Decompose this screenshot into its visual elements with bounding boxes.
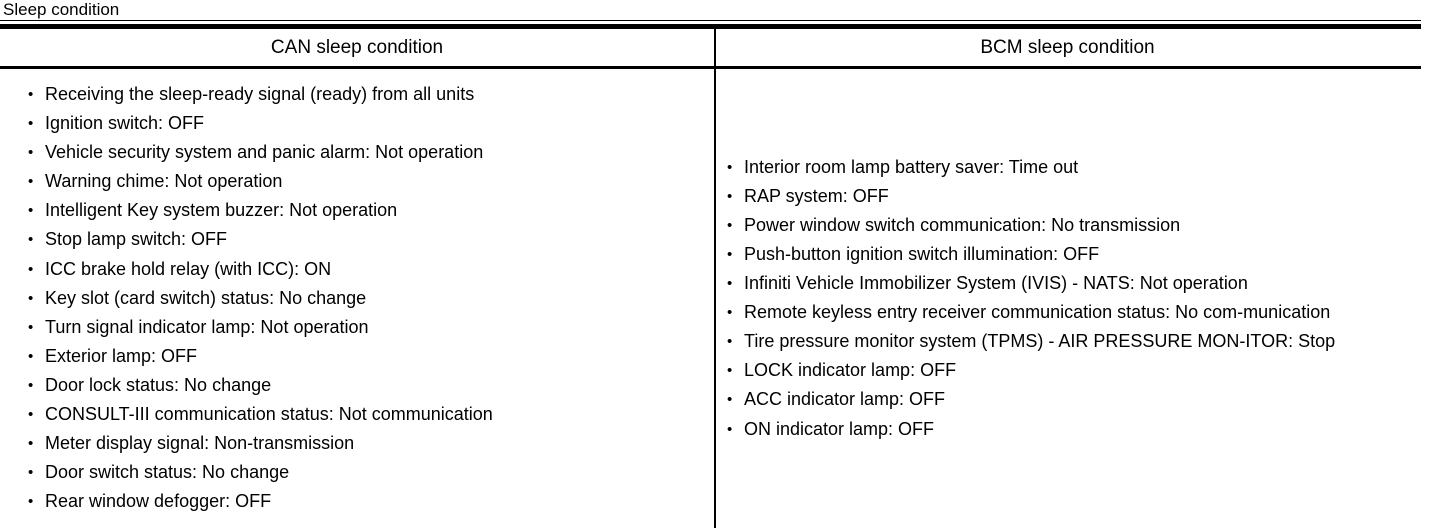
column-header-bcm-label: BCM sleep condition bbox=[980, 36, 1155, 58]
list-item: ACC indicator lamp: OFF bbox=[724, 385, 1404, 414]
column-header-can-label: CAN sleep condition bbox=[270, 36, 444, 58]
list-item: Intelligent Key system buzzer: Not opera… bbox=[25, 196, 695, 225]
list-item: ON indicator lamp: OFF bbox=[724, 415, 1404, 444]
list-item: ICC brake hold relay (with ICC): ON bbox=[25, 255, 695, 284]
list-item: Turn signal indicator lamp: Not operatio… bbox=[25, 313, 695, 342]
header-cell-can: CAN sleep condition bbox=[0, 29, 714, 66]
table-caption: Sleep condition bbox=[0, 0, 1421, 21]
list-item: Warning chime: Not operation bbox=[25, 167, 695, 196]
list-item: Tire pressure monitor system (TPMS) - AI… bbox=[724, 327, 1404, 356]
list-item: Vehicle security system and panic alarm:… bbox=[25, 138, 695, 167]
can-condition-list: Receiving the sleep-ready signal (ready)… bbox=[25, 80, 695, 517]
list-item: Infiniti Vehicle Immobilizer System (IVI… bbox=[724, 269, 1404, 298]
list-item: Exterior lamp: OFF bbox=[25, 342, 695, 371]
list-item: Receiving the sleep-ready signal (ready)… bbox=[25, 80, 695, 109]
list-item: Power window switch communication: No tr… bbox=[724, 211, 1404, 240]
list-item: RAP system: OFF bbox=[724, 182, 1404, 211]
list-item: Meter display signal: Non-transmission bbox=[25, 429, 695, 458]
table-top-border bbox=[0, 24, 1421, 29]
list-item: Stop lamp switch: OFF bbox=[25, 225, 695, 254]
caption-label: Sleep condition bbox=[3, 0, 120, 19]
list-item: CONSULT-III communication status: Not co… bbox=[25, 400, 695, 429]
list-item: Rear window defogger: OFF bbox=[25, 487, 695, 516]
list-item: Door lock status: No change bbox=[25, 371, 695, 400]
list-item: Interior room lamp battery saver: Time o… bbox=[724, 153, 1404, 182]
list-item: Remote keyless entry receiver communicat… bbox=[724, 298, 1404, 327]
list-item: Key slot (card switch) status: No change bbox=[25, 284, 695, 313]
list-item: Ignition switch: OFF bbox=[25, 109, 695, 138]
header-cell-bcm: BCM sleep condition bbox=[714, 29, 1421, 66]
sleep-condition-table: CAN sleep condition BCM sleep condition … bbox=[0, 24, 1421, 528]
body-cell-bcm: Interior room lamp battery saver: Time o… bbox=[714, 69, 1421, 528]
bcm-condition-list: Interior room lamp battery saver: Time o… bbox=[724, 153, 1404, 444]
table-header-row: CAN sleep condition BCM sleep condition bbox=[0, 29, 1421, 66]
header-separator-border bbox=[0, 66, 1421, 69]
list-item: Door switch status: No change bbox=[25, 458, 695, 487]
body-cell-can: Receiving the sleep-ready signal (ready)… bbox=[0, 69, 714, 528]
list-item: Push-button ignition switch illumination… bbox=[724, 240, 1404, 269]
caption-underline bbox=[0, 20, 1421, 21]
table-body-row: Receiving the sleep-ready signal (ready)… bbox=[0, 69, 1421, 528]
list-item: LOCK indicator lamp: OFF bbox=[724, 356, 1404, 385]
